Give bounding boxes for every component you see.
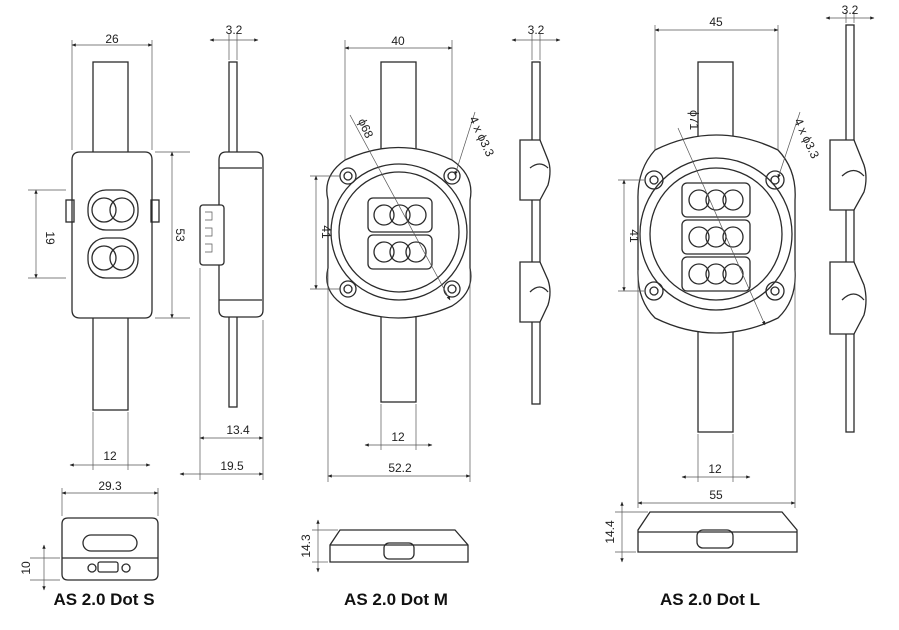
dot-m-led-2 [367,234,433,270]
dim-m-cable-width: 12 [391,430,405,444]
dim-m-height: 14.3 [299,534,313,558]
dim-s-cable-width: 12 [103,449,117,463]
dim-l-height: 14.4 [603,520,617,544]
dot-s-side-view [199,61,264,408]
dim-s-bottom-width: 29.3 [98,479,122,493]
dot-l-bottom-view [637,511,798,553]
dim-l-hole-spacing: 41 [627,229,641,243]
dot-s-body [71,151,153,319]
dim-m-thickness: 3.2 [528,23,545,37]
dot-s-side-dimensions: 3.2 13.4 19.5 [179,23,264,480]
dim-l-width: 45 [709,15,723,29]
dot-l-front-view [637,61,796,433]
dim-m-diameter: ϕ68 [355,116,376,140]
dot-m-front-view [326,61,472,403]
dot-l-body [637,134,796,334]
dot-l-side-view [829,24,867,433]
dot-l-led-3 [681,256,751,292]
dim-l-holes: 4 x ϕ3.3 [791,116,822,161]
dim-l-diameter: ϕ71 [687,110,701,130]
dim-s-side-width: 13.4 [226,423,250,437]
caption-dot-l: AS 2.0 Dot L [660,590,760,609]
caption-dot-m: AS 2.0 Dot M [344,590,448,609]
dim-l-cable-width: 12 [708,462,722,476]
dim-s-width: 26 [105,32,119,46]
dot-m-led-1 [367,197,433,233]
dot-m-side-dimensions: 3.2 [511,23,561,60]
dim-l-total-width: 55 [709,488,723,502]
dot-l-led-1 [681,182,751,218]
dim-m-total-width: 52.2 [388,461,412,475]
dim-m-width: 40 [391,34,405,48]
dim-m-holes: 4 x ϕ3.3 [466,114,497,159]
dim-s-thickness: 3.2 [226,23,243,37]
dot-s-bottom-view [61,517,159,581]
dot-l-led-2 [681,219,751,255]
dot-s-led-1 [87,189,139,231]
dot-m-bottom-dimensions: 14.3 [299,519,338,573]
caption-dot-s: AS 2.0 Dot S [53,590,154,609]
dot-s-led-2 [87,237,139,279]
dim-m-hole-spacing: 41 [319,225,333,239]
dot-s-bottom-dimensions: 29.3 10 [19,479,159,591]
dot-m-bottom-view [329,529,469,563]
dim-s-height: 53 [173,228,187,242]
dim-s-side-total: 19.5 [220,459,244,473]
dim-s-bottom-height: 10 [19,561,33,575]
dot-s-dimensions: 26 53 19 12 [28,32,190,470]
dot-s-front-view [65,61,160,411]
dot-m-side-view [519,61,551,405]
dot-l-side-dimensions: 3.2 [825,3,875,23]
dim-s-inner-height: 19 [43,231,57,245]
dim-l-thickness: 3.2 [842,3,859,17]
dot-m-body [326,146,472,319]
dot-l-bottom-dimensions: 14.4 [603,501,648,563]
